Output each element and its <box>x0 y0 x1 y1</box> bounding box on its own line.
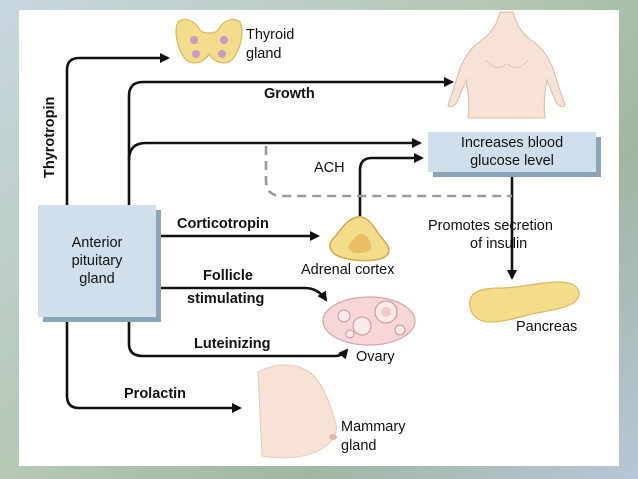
label-follicle-line2: stimulating <box>187 291 265 307</box>
label-growth: Growth <box>264 86 315 102</box>
label-prolactin: Prolactin <box>124 386 187 402</box>
ovary-illustration <box>322 296 416 346</box>
label-corticotropin: Corticotropin <box>177 216 269 232</box>
label-thyroid-line2: gland <box>246 46 282 62</box>
label-pancreas: Pancreas <box>516 319 578 335</box>
label-mammary-line1: Mammary <box>341 419 406 435</box>
arrow-thyrotropin <box>65 53 170 205</box>
label-thyrotropin: Thyrotropin <box>42 96 58 178</box>
label-thyroid-line1: Thyroid <box>246 27 295 43</box>
anterior-pituitary-box: Anterior pituitary gland <box>38 205 156 317</box>
mammary-illustration <box>257 364 337 459</box>
label-follicle-line1: Follicle <box>203 268 253 284</box>
label-adrenal-cortex: Adrenal cortex <box>301 262 395 278</box>
arrow-growth <box>127 77 454 205</box>
label-ovary: Ovary <box>356 349 395 365</box>
label-insulin-line1: Promotes secretion <box>428 218 553 234</box>
label-ach: ACH <box>314 160 345 176</box>
arrow-prolactin <box>65 320 242 413</box>
label-insulin-line2: of insulin <box>470 236 528 252</box>
anterior-pituitary-label: Anterior pituitary gland <box>71 235 123 287</box>
hormone-arrows <box>65 53 517 413</box>
glucose-box: Increases blood glucose level <box>428 132 596 172</box>
thyroid-illustration <box>175 18 243 64</box>
dashed-feedback-line <box>264 146 512 198</box>
arrow-follicle <box>157 286 328 302</box>
glucose-box-label: Increases blood glucose level <box>460 135 564 169</box>
female-body-illustration <box>447 11 566 119</box>
label-luteinizing: Luteinizing <box>194 336 271 352</box>
pancreas-illustration <box>469 281 580 323</box>
label-mammary-line2: gland <box>341 438 377 454</box>
adrenal-illustration <box>329 216 390 262</box>
arrow-ach <box>358 153 424 216</box>
arrow-glucose <box>127 138 422 161</box>
arrow-luteinizing <box>127 320 349 360</box>
